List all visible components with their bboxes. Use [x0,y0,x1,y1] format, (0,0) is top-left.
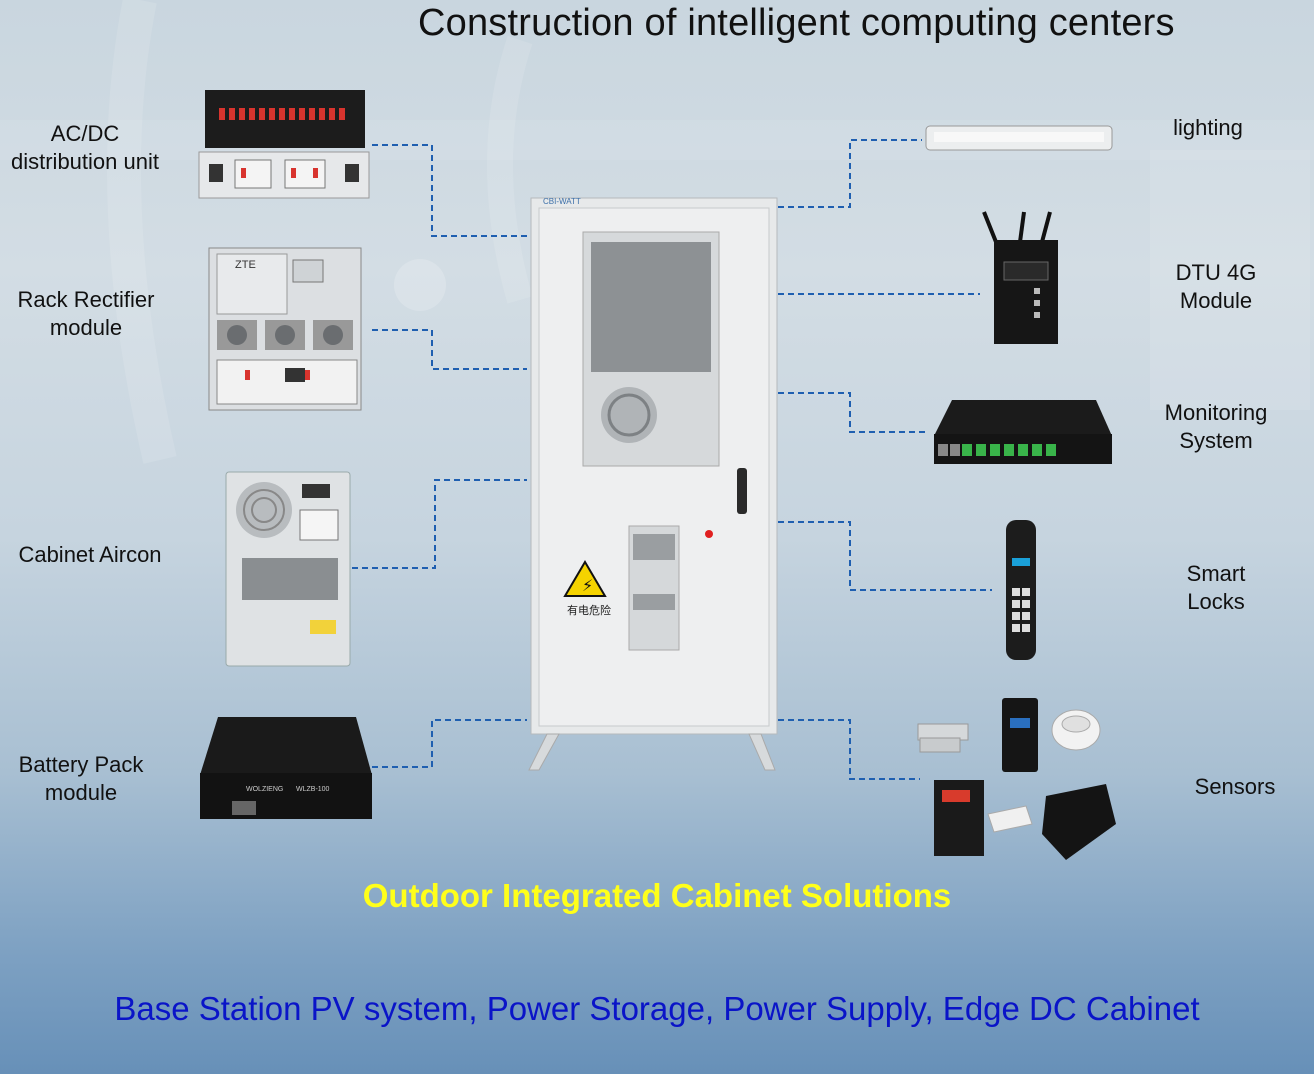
battery-pack-label: Battery Pack module [18,752,144,805]
cabinet-aircon-label: Cabinet Aircon [18,542,162,567]
acdc-distribution-unit-label: AC/DC distribution unit [11,121,159,174]
acdc-distribution-unit-image [198,90,370,199]
cabinet-warning-text: 有电危险 [567,603,611,617]
svg-text:WOLZIENG: WOLZIENG [246,786,283,793]
svg-text:⚡: ⚡ [582,576,593,595]
battery-pack-image: WOLZIENG WLZB-100 [200,717,372,819]
cabinet-aircon-image [225,471,351,667]
dtu-4g-module-label: DTU 4G Module [1175,260,1257,313]
lighting-image [925,125,1113,151]
svg-text:CBI-WATT: CBI-WATT [543,197,581,206]
page-title: Construction of intelligent computing ce… [418,2,1175,44]
applications-footer: Base Station PV system, Power Storage, P… [114,990,1200,1027]
rack-rectifier-label: Rack Rectifier module [17,287,155,340]
monitoring-system-label: Monitoring System [1164,400,1268,453]
rectifier-brand-text: ZTE [235,259,256,271]
solutions-subtitle: Outdoor Integrated Cabinet Solutions [362,877,952,914]
sensors-label: Sensors [1194,774,1276,799]
rack-rectifier-image: ZTE [208,247,362,411]
dtu-4g-module-image [982,211,1058,344]
svg-text:WLZB-100: WLZB-100 [296,786,330,793]
smart-locks-label: Smart Locks [1186,561,1246,614]
lighting-label: lighting [1173,115,1243,140]
sensors-image [917,698,1116,860]
smart-lock-image [1006,520,1036,660]
monitoring-system-image [934,400,1112,464]
outdoor-cabinet-image: CBI-WATT ⚡ 有电危险 [528,197,778,771]
